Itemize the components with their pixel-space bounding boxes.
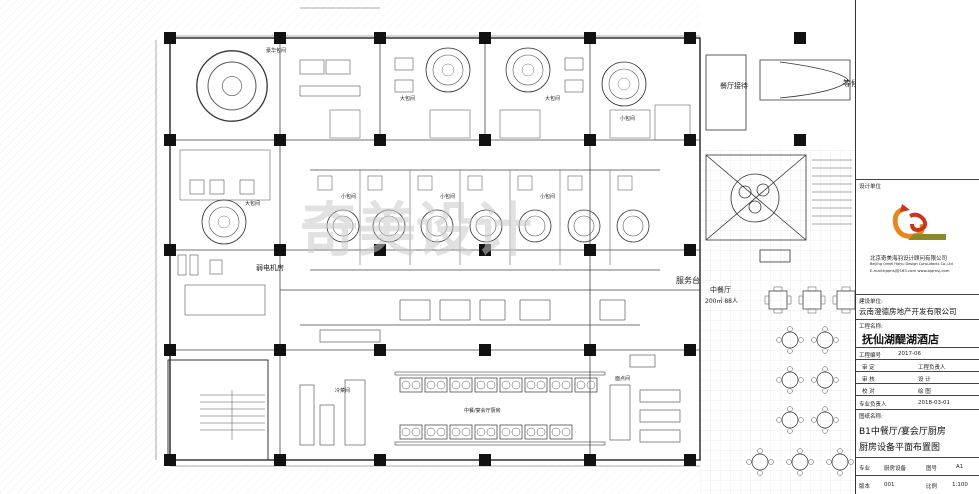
- watermark-text: 奇美设计: [300, 196, 532, 264]
- client-label: 建设单位:: [859, 299, 883, 305]
- room-label-big-1: 大包间: [400, 95, 415, 102]
- drawing-no-value: A1: [956, 464, 964, 470]
- specialty-value: 厨房设备: [884, 466, 907, 472]
- review-label: 审 定: [862, 365, 875, 371]
- signoff-row-specialty: 专业负责人 2018-03-01: [856, 396, 979, 410]
- room-label-small-1: 小包间: [620, 115, 635, 122]
- project-number-row: 工程编号 2017-06: [856, 348, 979, 360]
- design-company-name: 北京奇美海羽设计顾问有限公司: [870, 256, 948, 262]
- company-logo: [892, 204, 946, 240]
- project-no-value: 2017-06: [898, 351, 921, 357]
- audit-label: 审 核: [862, 377, 875, 383]
- room-label-small-2: 小包间: [341, 193, 356, 200]
- room-label-waiting: 等候: [843, 78, 855, 88]
- drawing-title-line-2: 厨房设备平面布置图: [859, 443, 941, 453]
- draw-label: 绘 图: [918, 389, 931, 395]
- room-label-deluxe: 豪华包间: [266, 47, 286, 54]
- project-lead-label: 工程负责人: [918, 365, 946, 371]
- design-company-english: Beijing Qimei Haiyu Design Consultants C…: [870, 262, 953, 266]
- project-no-label: 工程编号: [859, 353, 882, 359]
- specialty-label: 专业: [859, 466, 871, 472]
- design-company-web: E-mail:bjqmsj@163.com www.bjqmsj.com: [870, 268, 950, 273]
- check-label: 校 对: [862, 389, 875, 395]
- specialty-lead-label: 专业负责人: [859, 402, 887, 408]
- room-label-pastry: 面点间: [615, 375, 630, 382]
- design-unit-label: 设计单位: [859, 184, 882, 190]
- room-label-small-4: 小包间: [540, 193, 555, 200]
- specialty-row: 专业 厨房设备 图号 A1: [856, 458, 979, 476]
- project-label: 工程名称:: [859, 324, 883, 330]
- title-block-blank: [856, 0, 979, 180]
- room-label-middle-restaurant: 中餐厅: [710, 285, 731, 294]
- room-label-big-2: 大包间: [545, 95, 560, 102]
- room-label-main-kitchen: 中餐/宴会厅厨房: [464, 407, 501, 414]
- drawing-no-label: 图号: [926, 466, 938, 472]
- floor-plan-drawing: 豪华包间 大包间 大包间 大包间 小包间 小包间 小包间 小包间 餐厅接待 等候…: [0, 0, 855, 494]
- version-row: 版本 001 比例 1:100: [856, 476, 979, 494]
- room-label-service-counter: 服务台: [676, 275, 700, 285]
- signoff-row-check: 校 对 绘 图: [856, 384, 979, 396]
- design-label: 设 计: [918, 377, 931, 383]
- drawing-title-line-1: B1中餐厅/宴会厅厨房: [859, 427, 946, 437]
- drawing-title-section: 图纸名称: B1中餐厅/宴会厅厨房 厨房设备平面布置图: [856, 410, 979, 458]
- design-unit-section: 设计单位 北京奇美海羽设计顾问有限公司 Beijing Qimei Haiyu …: [856, 180, 979, 295]
- room-label-cold-dish: 冷菜间: [335, 387, 350, 394]
- signoff-row-review: 审 定 工程负责人: [856, 360, 979, 372]
- scale-label: 比例: [926, 484, 938, 490]
- signoff-row-audit: 审 核 设 计: [856, 372, 979, 384]
- project-section: 工程名称: 抚仙湖醍湖酒店: [856, 320, 979, 348]
- client-name: 云南澄德房地产开发有限公司: [859, 307, 957, 316]
- room-label-restaurant-area: 200㎡ 88人: [705, 297, 738, 305]
- version-value: 001: [884, 482, 895, 488]
- client-section: 建设单位: 云南澄德房地产开发有限公司: [856, 295, 979, 320]
- room-label-weak-current: 弱电机房: [256, 263, 284, 272]
- title-block: 设计单位 北京奇美海羽设计顾问有限公司 Beijing Qimei Haiyu …: [855, 0, 979, 494]
- room-label-small-3: 小包间: [440, 193, 455, 200]
- project-name: 抚仙湖醍湖酒店: [862, 333, 939, 346]
- drawing-name-label: 图纸名称:: [859, 414, 883, 420]
- version-label: 版本: [859, 484, 871, 490]
- room-label-reception: 餐厅接待: [720, 81, 748, 90]
- room-label-big-3: 大包间: [245, 200, 260, 207]
- scale-value: 1:100: [952, 482, 968, 488]
- date-value: 2018-03-01: [918, 400, 950, 406]
